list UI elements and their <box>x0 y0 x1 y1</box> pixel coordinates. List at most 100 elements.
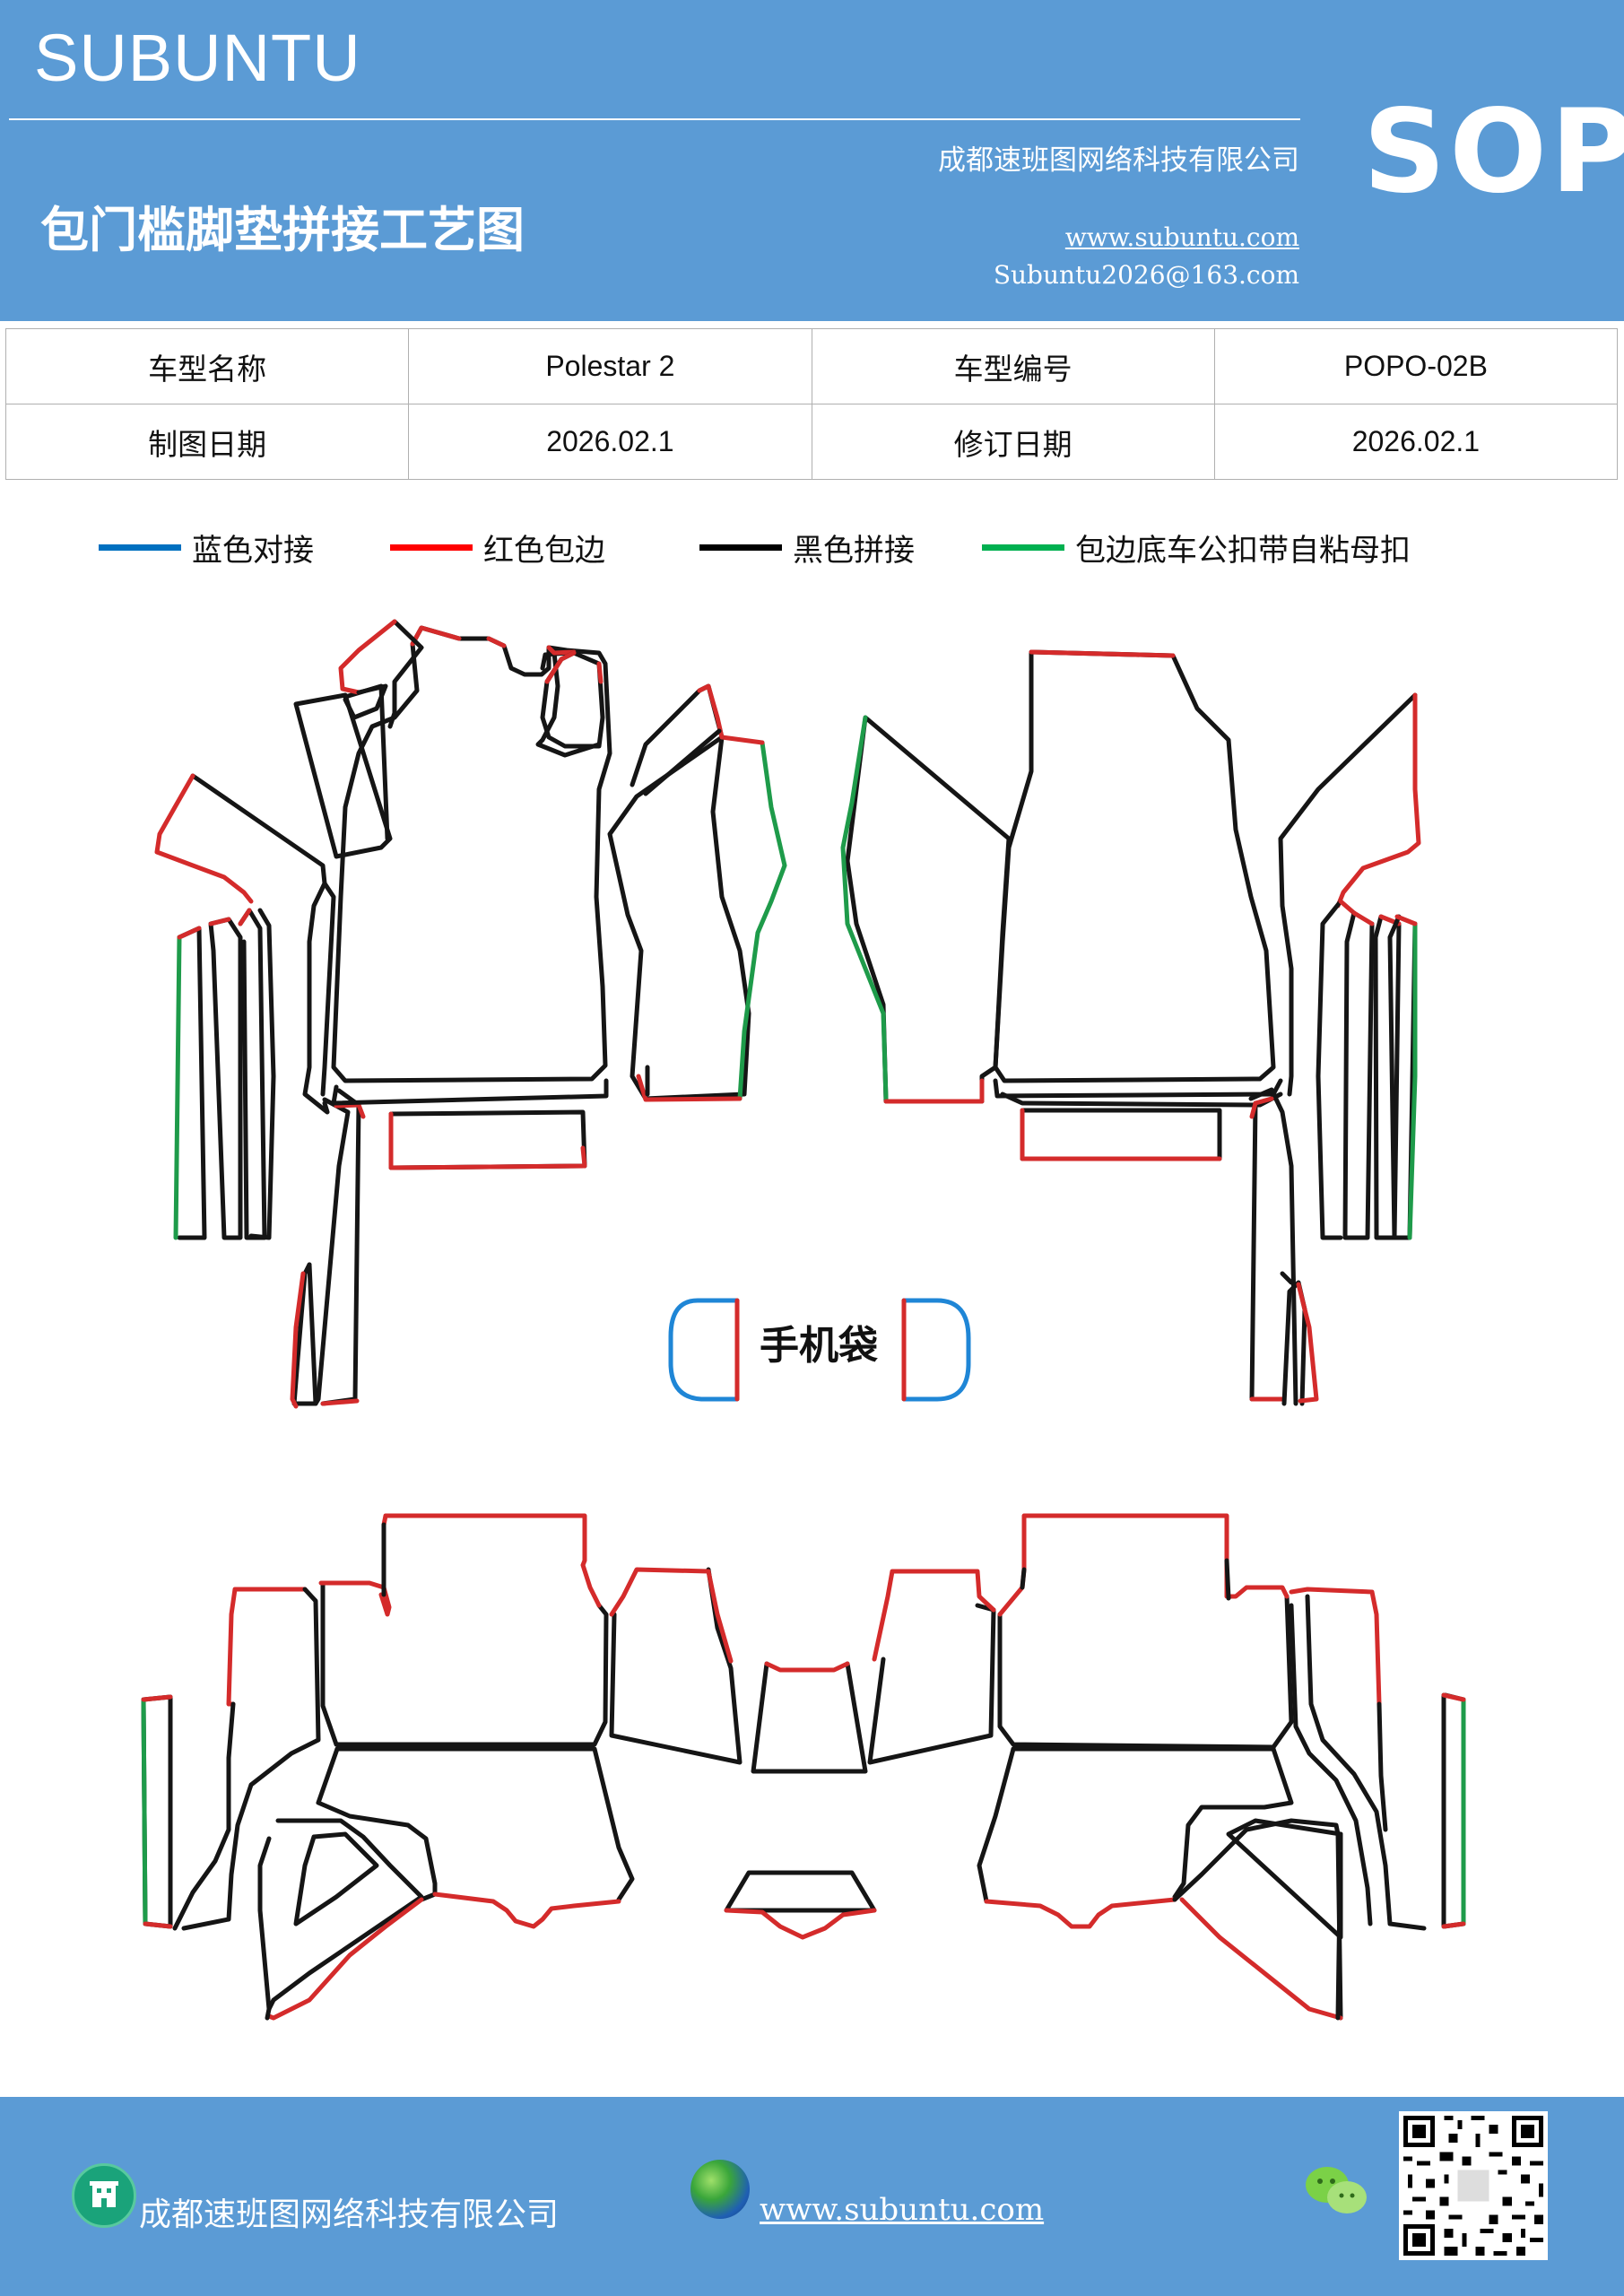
mat-edge <box>1335 692 1421 909</box>
mat-edge <box>1407 921 1418 1240</box>
mat-piece <box>320 881 336 1097</box>
legend-black: 黑色拼接 <box>699 529 915 569</box>
phone-pocket-left <box>668 1298 740 1402</box>
mat-edge <box>636 735 765 1102</box>
mat-edge <box>724 1908 877 1940</box>
legend-label: 红色包边 <box>483 532 605 569</box>
mat-edge <box>208 908 252 926</box>
mat-piece <box>1011 1746 1294 1900</box>
mat-edge <box>997 1513 1290 1617</box>
footer-website-link[interactable]: www.subuntu.com <box>760 2192 1045 2228</box>
mat-piece <box>1280 1271 1294 1285</box>
mat-edge <box>840 715 889 1101</box>
mat-edge <box>141 1694 173 1929</box>
mat-piece <box>307 1262 318 1406</box>
mat-edge <box>388 1111 587 1170</box>
company-name: 成都速班图网络科技有限公司 <box>938 144 1299 177</box>
mat-piece <box>993 1078 1283 1099</box>
mat-edge <box>1289 1587 1382 1707</box>
mat-edge <box>883 1078 985 1104</box>
footer-company-name: 成都速班图网络科技有限公司 <box>139 2196 560 2233</box>
mat-edge <box>410 625 507 648</box>
mat-piece <box>997 1594 1294 1750</box>
mat-piece <box>208 917 243 1240</box>
mat-piece <box>867 1603 996 1765</box>
model-code-value: POPO-02B <box>1213 328 1619 404</box>
mat-piece <box>1226 1818 1343 1940</box>
mat-edge <box>546 645 577 656</box>
mat-piece <box>1376 1701 1388 1832</box>
mat-edge <box>1020 1108 1222 1161</box>
mat-piece <box>1289 1603 1373 1926</box>
mat-piece <box>172 1701 236 1931</box>
mat-piece <box>643 728 722 796</box>
mat-edge <box>141 1697 148 1926</box>
mat-piece <box>1224 1558 1231 1601</box>
model-name-value: Polestar 2 <box>408 328 812 404</box>
mat-piece <box>388 1109 587 1170</box>
mat-edge <box>764 1661 850 1673</box>
legend-label: 包边底车公扣带自粘母扣 <box>1075 532 1411 569</box>
mat-edge <box>697 683 725 740</box>
mat-edge <box>984 1897 1177 1929</box>
mat-piece <box>320 1580 609 1747</box>
mat-piece <box>845 715 1012 1104</box>
legend-label: 黑色拼接 <box>793 532 915 569</box>
mat-edge <box>338 619 397 695</box>
wechat-icon[interactable] <box>1302 2161 1370 2219</box>
mat-piece <box>238 908 267 1240</box>
website-link[interactable]: www.subuntu.com <box>1064 222 1299 252</box>
sop-label: SOP <box>1363 85 1624 219</box>
legend-blue: 蓝色对接 <box>99 529 314 569</box>
mat-edge <box>226 1587 308 1707</box>
mat-piece <box>1020 1567 1027 1590</box>
legend-swatch-red <box>390 544 473 551</box>
mat-piece <box>320 1088 361 1406</box>
legend-green: 包边底车公扣带自粘母扣 <box>982 529 1411 569</box>
mat-edge <box>1029 649 1176 658</box>
mat-piece <box>181 1587 321 1931</box>
mat-edge <box>544 650 604 684</box>
mat-edge <box>320 1102 366 1406</box>
mat-edge <box>266 1897 424 2021</box>
front-left-mat-group <box>154 619 787 1409</box>
mat-piece <box>751 1661 868 1774</box>
mat-piece <box>1335 1831 1343 2021</box>
revise-date-value: 2026.02.1 <box>1213 404 1619 480</box>
mat-piece <box>1248 1087 1298 1406</box>
mat-edge <box>1338 899 1357 916</box>
header-divider <box>9 118 1300 120</box>
mat-piece <box>331 625 612 1083</box>
mat-piece <box>977 1746 1016 1904</box>
mat-edge <box>318 1513 602 1617</box>
mat-edge <box>290 1271 306 1409</box>
mat-edge <box>154 773 254 904</box>
mat-piece <box>724 1870 877 1913</box>
building-icon <box>72 2163 136 2228</box>
phone-pocket-right <box>901 1298 971 1402</box>
mat-piece <box>316 1746 438 1902</box>
mat-piece <box>334 1746 635 1902</box>
email-address: Subuntu2026@163.com <box>993 260 1299 290</box>
header-banner <box>0 0 1624 321</box>
mat-piece <box>177 926 207 1240</box>
mat-edge <box>1394 914 1418 926</box>
phone-pocket-label: 手机袋 <box>760 1323 878 1369</box>
mat-piece <box>343 683 388 720</box>
mat-edge <box>177 926 202 940</box>
mat-piece <box>1342 910 1375 1240</box>
mat-piece <box>1441 1692 1466 1929</box>
mat-edge <box>1249 1096 1287 1402</box>
mat-piece <box>1249 1100 1258 1402</box>
table-row: 车型名称 Polestar 2 车型编号 POPO-02B <box>4 328 1619 404</box>
mat-edge <box>737 740 787 1101</box>
mat-piece <box>540 650 605 749</box>
mat-piece <box>1020 1108 1222 1161</box>
mat-edge <box>432 1892 621 1929</box>
mat-piece <box>266 1818 424 2012</box>
legend-label: 蓝色对接 <box>192 532 314 569</box>
phone-pocket-group: 手机袋 <box>668 1298 971 1402</box>
mat-edge <box>872 1569 996 1662</box>
mat-piece <box>265 2006 272 2021</box>
